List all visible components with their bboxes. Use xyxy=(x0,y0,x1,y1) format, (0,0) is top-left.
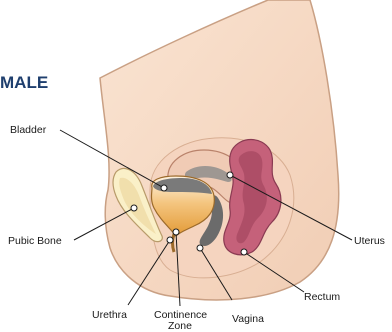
label-pubic-bone: Pubic Bone xyxy=(8,235,62,247)
label-continence-zone-line2: Zone xyxy=(168,320,192,332)
rectum-point xyxy=(241,249,247,255)
label-rectum: Rectum xyxy=(304,291,340,303)
urethra-shape xyxy=(173,234,175,252)
label-urethra: Urethra xyxy=(92,309,127,321)
uterus-point xyxy=(227,172,233,178)
label-bladder: Bladder xyxy=(10,124,47,136)
diagram-title-fragment: MALE xyxy=(0,73,48,92)
continence-zone-point xyxy=(173,229,179,235)
bladder-point xyxy=(161,185,167,191)
urethra-point xyxy=(167,237,173,243)
label-uterus: Uterus xyxy=(354,235,385,247)
pubic-bone-point xyxy=(131,205,137,211)
vagina-point xyxy=(197,245,203,251)
label-vagina: Vagina xyxy=(232,313,264,325)
